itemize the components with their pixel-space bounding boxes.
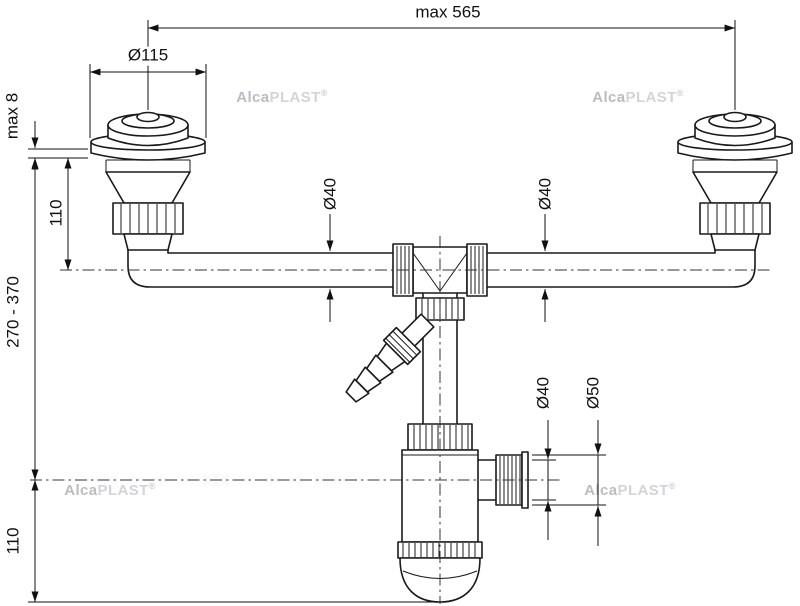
dim-label-strainer-height: 110 bbox=[47, 196, 67, 230]
dim-strainer-diameter bbox=[89, 64, 207, 138]
dim-label-installation-height: 270 - 370 bbox=[4, 273, 24, 351]
dim-label-pipe-diameter-left: Ø40 bbox=[321, 174, 341, 214]
alcaplast-watermark: AlcaPLAST® bbox=[64, 481, 156, 499]
dim-label-flange-thickness: max 8 bbox=[3, 89, 23, 143]
alcaplast-watermark: AlcaPLAST® bbox=[592, 88, 684, 106]
dim-overall-width bbox=[147, 20, 736, 110]
dim-label-strainer-diameter: Ø115 bbox=[124, 46, 172, 66]
dim-label-pipe-diameter-right: Ø40 bbox=[536, 174, 556, 214]
dim-label-outlet-inner-diameter: Ø40 bbox=[534, 373, 554, 413]
dim-outlet-inner-diameter bbox=[532, 420, 556, 540]
dim-label-outlet-outer-diameter: Ø50 bbox=[584, 373, 604, 413]
dim-outlet-outer-diameter bbox=[532, 420, 606, 546]
bottle-trap-siphon bbox=[397, 423, 529, 603]
dim-flange-thickness bbox=[28, 121, 88, 186]
horizontal-drain-pipe bbox=[127, 249, 756, 288]
hose-barb-connector bbox=[345, 313, 435, 403]
alcaplast-watermark: AlcaPLAST® bbox=[236, 88, 328, 106]
sink-strainer-left bbox=[90, 111, 206, 251]
centerlines bbox=[30, 236, 770, 604]
sink-strainer-right bbox=[677, 111, 793, 251]
dim-label-trap-bottom-height: 110 bbox=[4, 524, 24, 558]
dim-label-overall-width: max 565 bbox=[412, 3, 484, 23]
dim-trap-bottom-height bbox=[28, 480, 438, 603]
alcaplast-watermark: AlcaPLAST® bbox=[584, 481, 676, 499]
